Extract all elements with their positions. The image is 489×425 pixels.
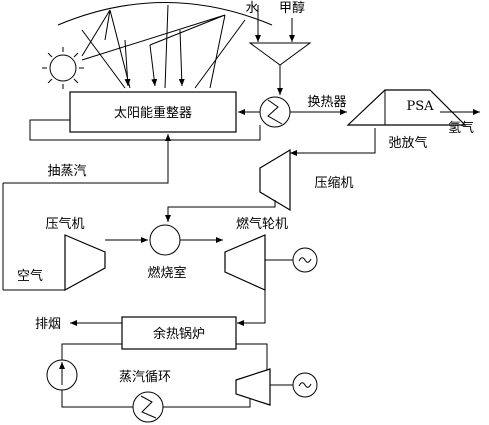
generator-2-icon [292, 372, 318, 398]
sun-icon [42, 47, 84, 89]
psa-unit: PSA [346, 89, 467, 126]
solar-concentrator [57, 2, 273, 89]
mixer-icon [248, 42, 312, 66]
pump-icon [46, 359, 78, 391]
water-label: 水 [245, 1, 258, 16]
air-label: 空气 [17, 268, 43, 284]
gas-turbine-label: 燃气轮机 [236, 216, 288, 232]
hydrogen-label: 氢气 [448, 120, 474, 136]
hrsg-box: 余热锅炉 [121, 316, 237, 350]
methanol-label: 甲醇 [279, 0, 305, 16]
solar-reformer: 太阳能重整器 [69, 91, 237, 133]
air-compressor-label: 压气机 [45, 216, 84, 232]
psa-label: PSA [406, 99, 434, 114]
steam-extraction-label: 抽蒸汽 [47, 164, 86, 179]
steam-cycle-label: 蒸汽循环 [119, 370, 171, 385]
fuel-compressor-icon [259, 148, 291, 212]
air-compressor-icon [64, 234, 106, 292]
combustor-label: 燃烧室 [147, 265, 186, 281]
reformer-label: 太阳能重整器 [114, 105, 192, 121]
condenser-icon [132, 391, 164, 423]
fuel-compressor-label: 压缩机 [314, 175, 353, 191]
heat-exchanger-icon [259, 96, 291, 128]
gas-turbine-icon [224, 234, 266, 291]
purge-gas-label: 弛放气 [388, 135, 427, 151]
exhaust-label: 排烟 [35, 317, 61, 332]
heat-exchanger-label: 换热器 [307, 95, 346, 110]
generator-icon [292, 247, 318, 273]
hrsg-label: 余热锅炉 [153, 326, 205, 342]
combustor-icon [149, 224, 181, 256]
steam-turbine-icon [235, 368, 271, 406]
